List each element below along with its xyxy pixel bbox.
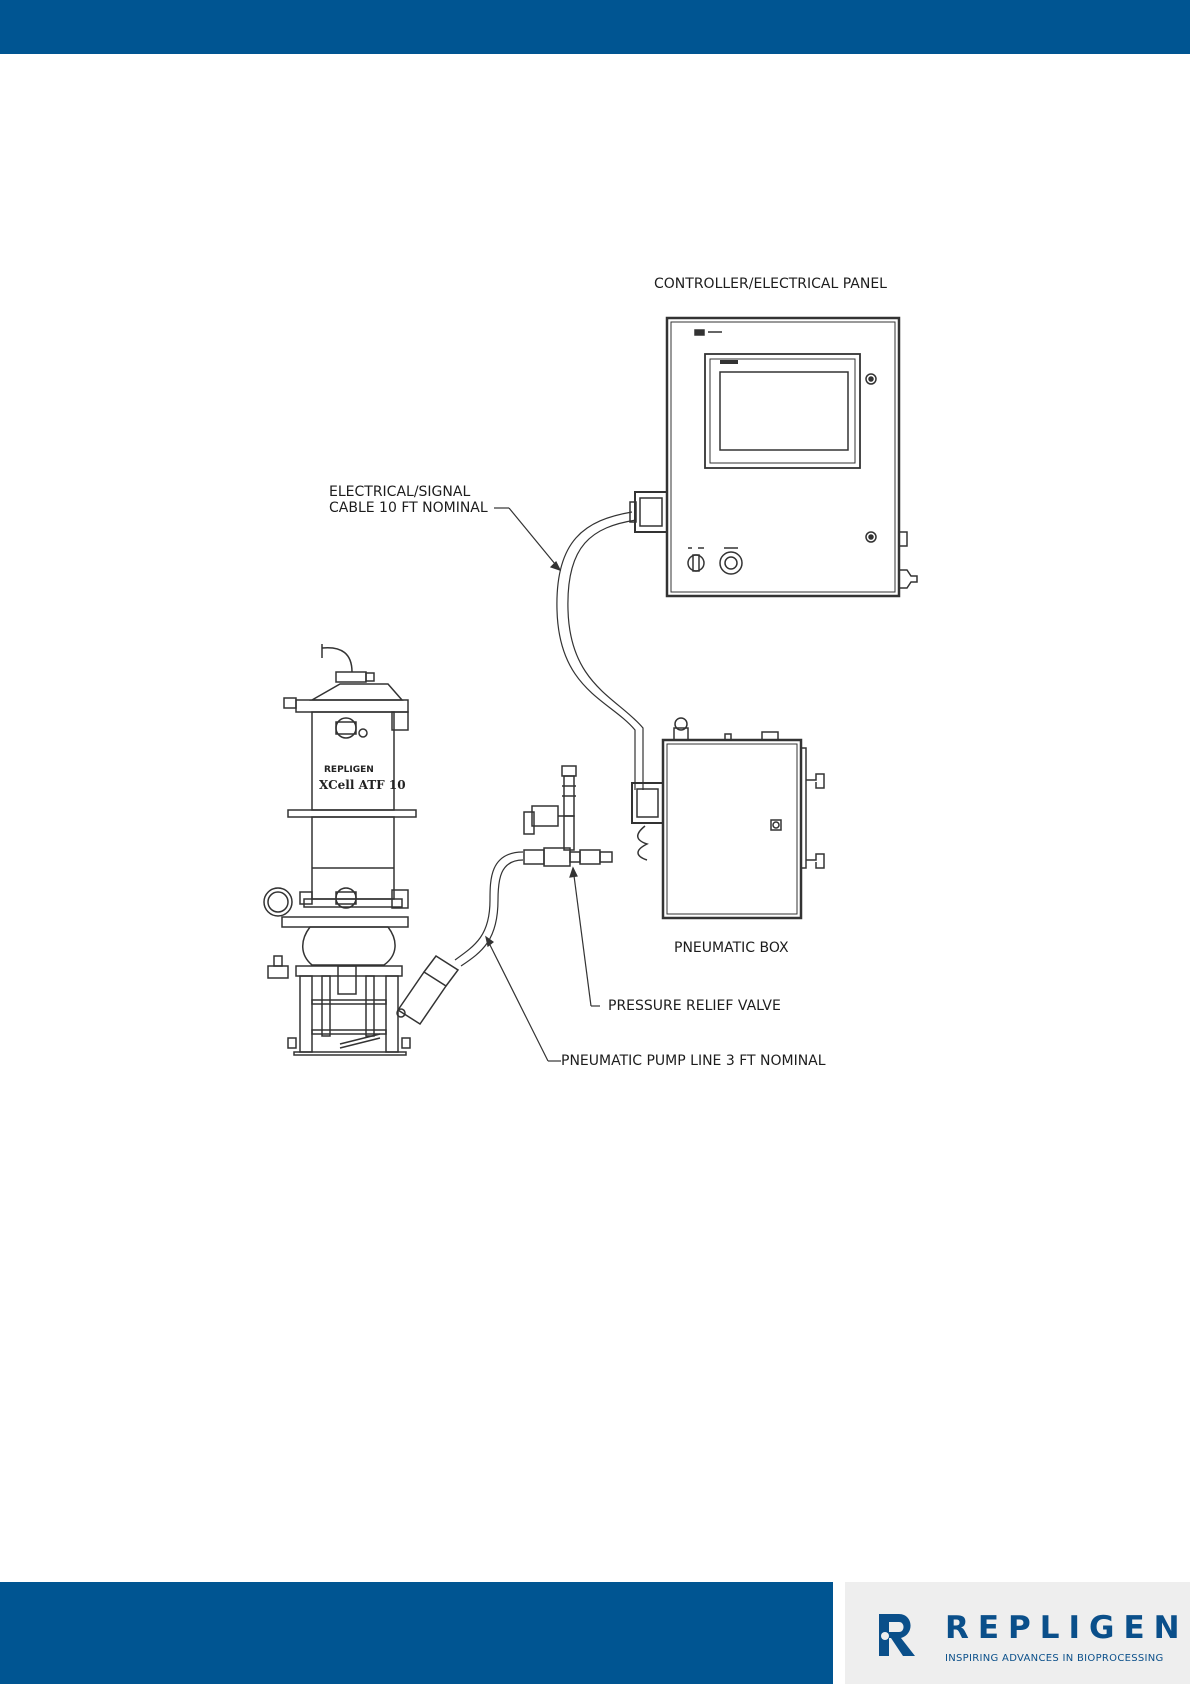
electrical-cable xyxy=(557,512,643,790)
xcell-atf-device xyxy=(264,644,458,1055)
selector-switch xyxy=(688,548,704,571)
device-brand-mark: REPLIGEN xyxy=(324,765,374,775)
panel-latch xyxy=(899,532,917,588)
controller-panel-label: CONTROLLER/ELECTRICAL PANEL xyxy=(654,276,887,293)
pneumatic-pump-line-label: PNEUMATIC PUMP LINE 3 FT NOMINAL xyxy=(561,1053,826,1070)
pneumatic-box xyxy=(632,718,824,918)
electrical-cable-label-line2: CABLE 10 FT NOMINAL xyxy=(329,500,488,517)
repligen-logo-icon xyxy=(875,1608,919,1658)
pressure-relief-valve-label: PRESSURE RELIEF VALVE xyxy=(608,998,781,1015)
panel-connector xyxy=(630,492,667,532)
footer-band xyxy=(0,1582,833,1684)
device-model-label: XCell ATF 10 xyxy=(319,778,406,792)
touchscreen xyxy=(705,354,860,468)
leader-lines xyxy=(486,508,600,1061)
footer-brand-name: REPLIGEN xyxy=(945,1610,1189,1646)
electrical-cable-label-line1: ELECTRICAL/SIGNAL xyxy=(329,484,470,501)
pressure-relief-valve xyxy=(524,766,612,866)
pneumatic-box-label: PNEUMATIC BOX xyxy=(674,940,789,957)
footer-tagline: INSPIRING ADVANCES IN BIOPROCESSING xyxy=(945,1653,1164,1664)
pneumatic-pump-line xyxy=(455,852,523,966)
footer-brand-box: REPLIGEN INSPIRING ADVANCES IN BIOPROCES… xyxy=(845,1582,1190,1684)
controller-panel xyxy=(630,318,917,596)
pneumatic-box-connector xyxy=(632,783,663,860)
push-button xyxy=(720,548,742,574)
